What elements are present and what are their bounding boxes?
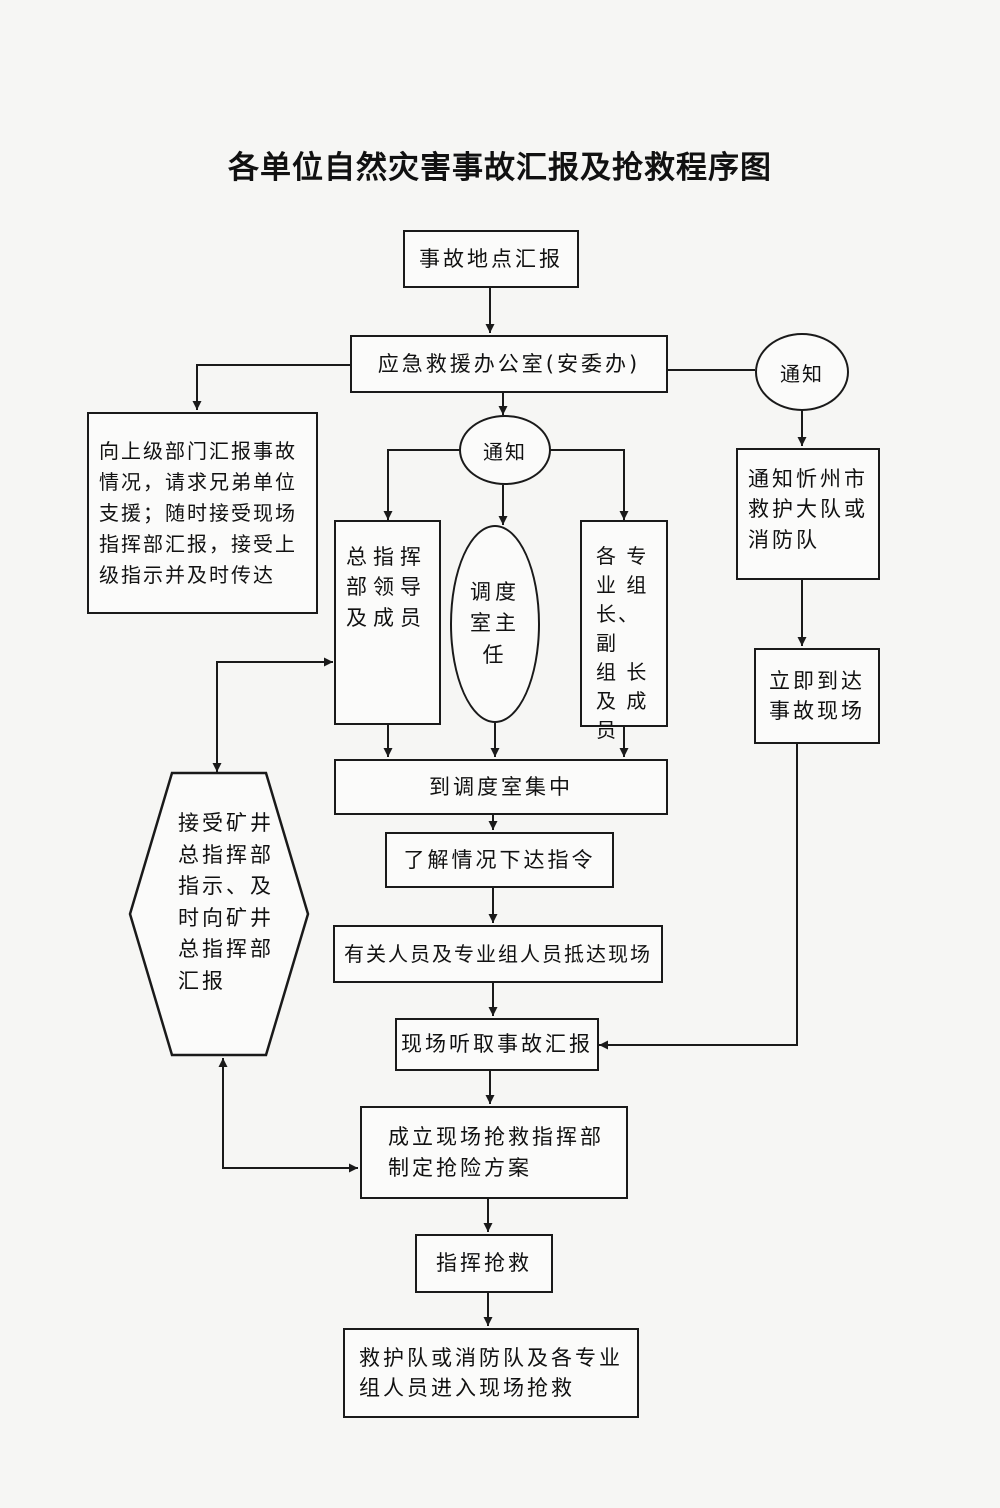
- specialist-groups-label: 各 专 业 组 长、副 组 长 及 成 员: [596, 544, 649, 742]
- commander-label: 总指挥 部领导 及成员: [346, 545, 427, 630]
- gather-dispatch-box: 到调度室集中: [334, 759, 668, 815]
- emergency-office-box: 应急救援办公室(安委办): [350, 335, 668, 393]
- dispatch-director-label: 调度 室主 任: [470, 579, 520, 667]
- issue-orders-box: 了解情况下达指令: [385, 832, 614, 888]
- arrow-notify-to-commander: [383, 449, 460, 520]
- teams-enter-label: 救护队或消防队及各专业 组人员进入现场抢救: [359, 1345, 623, 1400]
- report-site-label: 事故地点汇报: [419, 246, 563, 271]
- arrive-site-label: 立即到达 事故现场: [769, 668, 865, 723]
- arrow-notify-to-groups: [550, 449, 629, 520]
- notify-left-oval: 通知: [459, 415, 551, 485]
- teams-enter-box: 救护队或消防队及各专业 组人员进入现场抢救: [343, 1328, 639, 1418]
- arrow-mine-hq-establish: [218, 1058, 358, 1173]
- arrow-arrive-to-site-report: [599, 744, 798, 1050]
- report-upper-box: 向上级部门汇报事故 情况，请求兄弟单位 支援；随时接受现场 指挥部汇报，接受上 …: [87, 412, 318, 614]
- notify-right-label: 通知: [780, 361, 824, 386]
- arrive-site-box: 立即到达 事故现场: [754, 648, 880, 744]
- site-report-box: 现场听取事故汇报: [395, 1018, 599, 1071]
- personnel-arrive-label: 有关人员及专业组人员抵达现场: [344, 941, 652, 966]
- report-upper-label: 向上级部门汇报事故 情况，请求兄弟单位 支援；随时接受现场 指挥部汇报，接受上 …: [99, 439, 297, 587]
- notify-city-box: 通知忻州市 救护大队或 消防队: [736, 448, 880, 580]
- notify-right-oval: 通知: [755, 333, 849, 411]
- arrow-mine-hq-commander: [212, 657, 333, 772]
- notify-city-label: 通知忻州市 救护大队或 消防队: [748, 467, 868, 552]
- notify-left-label: 通知: [483, 439, 527, 464]
- page-title: 各单位自然灾害事故汇报及抢救程序图: [228, 150, 772, 186]
- issue-orders-label: 了解情况下达指令: [403, 847, 596, 872]
- gather-dispatch-label: 到调度室集中: [429, 774, 573, 799]
- dispatch-director-oval: 调度 室主 任: [450, 525, 540, 723]
- site-report-label: 现场听取事故汇报: [401, 1032, 593, 1057]
- establish-hq-label: 成立现场抢救指挥部 制定抢险方案: [388, 1125, 604, 1180]
- mine-hq-label: 接受矿井 总指挥部 指示、及 时向矿井 总指挥部 汇报: [178, 811, 274, 993]
- mine-hq-hexagon: [128, 771, 310, 1057]
- command-rescue-label: 指挥抢救: [436, 1251, 532, 1276]
- arrow-office-to-upper: [192, 364, 350, 410]
- personnel-arrive-box: 有关人员及专业组人员抵达现场: [333, 925, 663, 983]
- specialist-groups-box: 各 专 业 组 长、副 组 长 及 成 员: [580, 520, 668, 742]
- report-site-box: 事故地点汇报: [403, 230, 579, 288]
- emergency-office-label: 应急救援办公室(安委办): [377, 351, 641, 376]
- commander-box: 总指挥 部领导 及成员: [334, 520, 441, 725]
- command-rescue-box: 指挥抢救: [415, 1234, 553, 1293]
- establish-hq-box: 成立现场抢救指挥部 制定抢险方案: [360, 1106, 628, 1199]
